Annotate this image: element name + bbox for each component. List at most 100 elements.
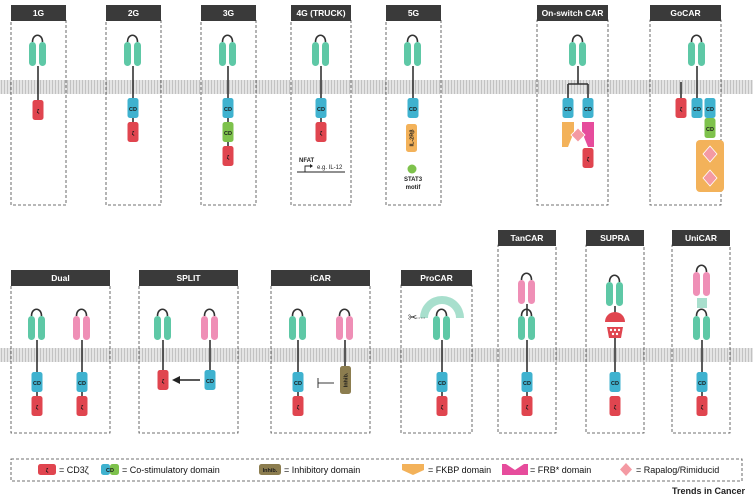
unicar-tm-scfv-vl bbox=[703, 272, 710, 296]
split-car-a-scfv-vl bbox=[164, 316, 171, 340]
dual-car-a-scfv-linker bbox=[30, 308, 43, 317]
legend: ζ = CD3ζ CD = Co-stimulatory domain Inhi… bbox=[10, 458, 743, 482]
car-1g-scfv-vh bbox=[29, 42, 36, 66]
legend-frb-swatch bbox=[502, 464, 528, 475]
panel-1g: 1G bbox=[10, 5, 67, 206]
tancar-scfv-outer-linker bbox=[520, 272, 533, 281]
panel-4g: 4G (TRUCK) bbox=[290, 5, 352, 206]
car-3g-domain-2 bbox=[222, 146, 234, 166]
dual-car-b-scfv-vl bbox=[83, 316, 90, 340]
dual-car-a-domain-0-label: CD bbox=[33, 381, 41, 387]
panel-gocar: GoCAR bbox=[649, 5, 722, 206]
dual-car-b-scfv-linker bbox=[75, 308, 88, 317]
onswitch-zeta bbox=[582, 148, 594, 168]
car-5g-scfv-linker bbox=[406, 34, 419, 43]
panel-icar: iCAR bbox=[270, 270, 371, 434]
supra-zipfv-vl bbox=[616, 282, 623, 306]
split-car-a-domain-0-label: ζ bbox=[162, 379, 165, 385]
il2rb-text: IL-2Rβ bbox=[410, 129, 416, 147]
car-1g-domain-0-label: ζ bbox=[37, 109, 40, 115]
icar-inhibition: Inhib. bbox=[317, 366, 351, 394]
icar-car-a-domain-1-label: ζ bbox=[297, 405, 300, 411]
inhibitory-domain bbox=[340, 366, 351, 394]
gocar-zeta bbox=[675, 98, 687, 118]
tancar-car-scfv-vh bbox=[518, 316, 525, 340]
icar-car-a-domain-0-label: CD bbox=[294, 381, 302, 387]
car-3g-domain-0 bbox=[222, 98, 234, 118]
panel-supra: SUPRA bbox=[585, 230, 645, 434]
car-3g-domain-1 bbox=[222, 122, 234, 142]
membrane-top bbox=[0, 80, 753, 94]
car-4g-domain-0 bbox=[315, 98, 327, 118]
tancar-car-domain-0 bbox=[521, 372, 533, 392]
legend-costim: = Co-stimulatory domain bbox=[122, 465, 220, 475]
onswitch-cd-left-label: CD bbox=[564, 107, 572, 113]
car-3g-scfv-linker bbox=[221, 34, 234, 43]
car-2g-domain-0-label: CD bbox=[129, 107, 137, 113]
onswitch-scfv-vh bbox=[569, 42, 576, 66]
panel-title-dual: Dual bbox=[51, 273, 69, 283]
stat3-motif-dot bbox=[407, 164, 417, 174]
procar-car-domain-0-label: CD bbox=[438, 381, 446, 387]
dual-car-b-scfv-vh bbox=[73, 316, 80, 340]
onswitch-cd-right bbox=[582, 98, 594, 118]
split-car-a-scfv-linker bbox=[156, 308, 169, 317]
car-4g-scfv-linker bbox=[314, 34, 327, 43]
unicar-car-domain-1 bbox=[696, 396, 708, 416]
split-car-b-domain-0-label: CD bbox=[206, 379, 214, 385]
unicar-car-scfv-linker bbox=[695, 308, 708, 317]
onswitch-scfv-vl bbox=[579, 42, 586, 66]
panel-2g: 2G bbox=[105, 5, 162, 206]
car-2g-domain-1-label: ζ bbox=[132, 131, 135, 137]
panel-title-gocar: GoCAR bbox=[670, 8, 700, 18]
car-1g-domain-0 bbox=[32, 100, 44, 120]
car-2g-domain-0 bbox=[127, 98, 139, 118]
procar-car-scfv-vh bbox=[433, 316, 440, 340]
unicar-car-domain-0-label: CD bbox=[698, 381, 706, 387]
panel-procar: ProCAR bbox=[400, 270, 473, 434]
panel-unicar: UniCAR bbox=[671, 230, 731, 434]
icar-car-b-scfv-vl bbox=[346, 316, 353, 340]
car-4g-scfv-vl bbox=[322, 42, 329, 66]
tancar-car-domain-1-label: ζ bbox=[526, 405, 529, 411]
panel-title-2g: 2G bbox=[128, 8, 140, 18]
unicar-car-scfv-vl bbox=[703, 316, 710, 340]
car-2g-scfv-linker bbox=[126, 34, 139, 43]
gocar-scfv-vh bbox=[688, 42, 695, 66]
gocar-cd-b-label: CD bbox=[706, 107, 714, 113]
svg-text:Inhib.: Inhib. bbox=[263, 468, 278, 474]
supra-cd bbox=[609, 372, 621, 392]
svg-text:ζ: ζ bbox=[46, 468, 49, 474]
gocar-scfv-linker bbox=[690, 34, 703, 43]
car-5g-domain-0-label: CD bbox=[409, 107, 417, 113]
membrane-bottom bbox=[0, 348, 753, 362]
supra-zipper bbox=[605, 312, 625, 338]
unicar-target-module bbox=[697, 298, 707, 308]
car-4g-scfv-vh bbox=[312, 42, 319, 66]
motif-label: motif bbox=[406, 185, 422, 191]
car-2g-scfv-vh bbox=[124, 42, 131, 66]
split-car-b-scfv-linker bbox=[203, 308, 216, 317]
onswitch-zeta-label: ζ bbox=[587, 157, 590, 163]
legend-fkbp-swatch bbox=[402, 464, 424, 475]
panel-title-4g: 4G (TRUCK) bbox=[296, 8, 345, 18]
car-1g-scfv-linker bbox=[31, 34, 44, 43]
svg-text:CD: CD bbox=[106, 468, 114, 474]
gocar-cd-b bbox=[704, 98, 716, 118]
tancar-scfv-outer-vh bbox=[518, 280, 525, 304]
legend-frb: = FRB* domain bbox=[530, 465, 591, 475]
onswitch-cd-right-label: CD bbox=[584, 107, 592, 113]
icar-car-b-scfv-vh bbox=[336, 316, 343, 340]
tancar-car-domain-1 bbox=[521, 396, 533, 416]
stat3-label: STAT3 bbox=[404, 177, 423, 183]
car-1g-scfv-vl bbox=[39, 42, 46, 66]
unicar-car-domain-0 bbox=[696, 372, 708, 392]
panel-5g: 5G bbox=[385, 5, 442, 206]
car-3g-scfv-vh bbox=[219, 42, 226, 66]
panel-dual: Dual bbox=[10, 270, 111, 434]
supra-zipfv-vh bbox=[606, 282, 613, 306]
panel-title-5g: 5G bbox=[408, 8, 420, 18]
gocar-scfv-vl bbox=[698, 42, 705, 66]
tancar-scfv-outer-vl bbox=[528, 280, 535, 304]
